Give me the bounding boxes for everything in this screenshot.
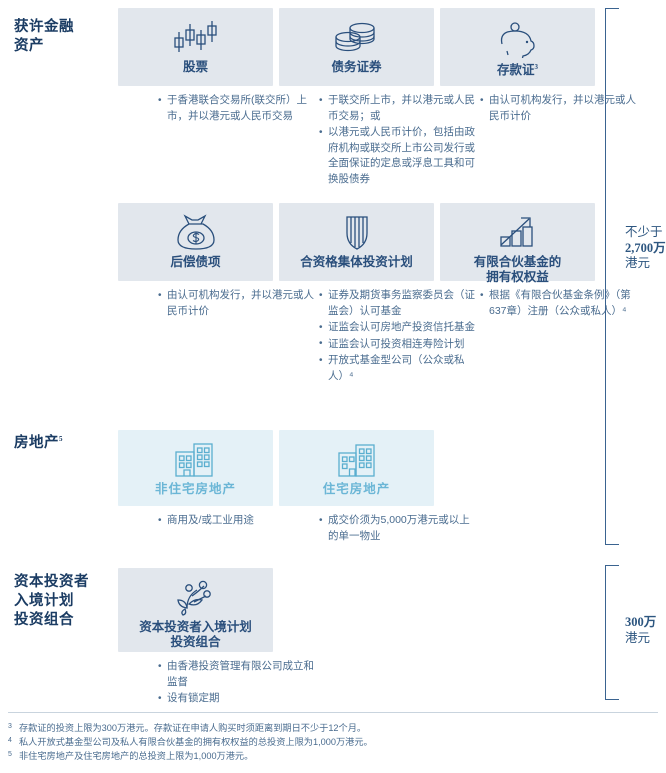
list-item: 由香港投资管理有限公司成立和监督: [158, 659, 316, 690]
bracket-label-permissible-financial-assets: 不少于 2,700万 港元: [625, 225, 666, 272]
list-item: 开放式基金型公司（公众或私人）⁴: [319, 353, 477, 384]
footnote-3-marker: 3: [8, 723, 12, 730]
card-eligible-collective-investment-schemes-header: 合资格集体投资计划: [279, 203, 434, 281]
card-residential-real-estate-header: 住宅房地产: [279, 430, 434, 506]
piggy-bank-icon: [490, 18, 546, 58]
card-subordinated-debt-bullets: 由认可机构发行，并以港元或人民币计价: [118, 288, 316, 319]
bracket-label-line1: 不少于: [625, 225, 663, 239]
bracket-permissible-financial-assets: [605, 8, 619, 545]
bracket-label-cies-investment-portfolio: 300万 港元: [625, 615, 656, 646]
list-item: 根据《有限合伙基金条例》（第637章）注册（公众或私人）⁴: [480, 288, 638, 319]
footnote-ref: 5: [59, 435, 63, 443]
card-debt-securities-bullets: 于联交所上市，并以港元或人民币交易；或 以港元或人民币计价，包括由政府机构或联交…: [279, 93, 477, 187]
footnote-4-text: 私人开放式基金型公司及私人有限合伙基金的拥有权权益的总投资上限为1,000万港元…: [19, 736, 373, 747]
money-bag-icon: [170, 213, 222, 253]
card-limited-partnership-fund-interests-bullets: 根据《有限合伙基金条例》（第637章）注册（公众或私人）⁴: [440, 288, 638, 319]
footnote-5: 5 非住宅房地产及住宅房地产的总投资上限为1,000万港元。: [8, 750, 658, 764]
list-item: 以港元或人民币计价，包括由政府机构或联交所上市公司发行或全面保证的定息或浮息工具…: [319, 125, 477, 187]
card-debt-securities[interactable]: 债务证券 于联交所上市，并以港元或人民币交易；或 以港元或人民币计价，包括由政府…: [279, 8, 477, 198]
footnote-5-marker: 5: [8, 750, 12, 758]
card-non-residential-real-estate-header: 非住宅房地产: [118, 430, 273, 506]
card-stocks-header: 股票: [118, 8, 273, 86]
card-non-residential-real-estate-bullets: 商用及/或工业用途: [118, 513, 316, 529]
bracket-label-amount: 2,700万: [625, 240, 666, 255]
card-non-residential-real-estate[interactable]: 非住宅房地产 商用及/或工业用途: [118, 430, 316, 539]
section-label-real-estate: 房地产5: [14, 434, 63, 451]
card-subordinated-debt-header: 后偿债项: [118, 203, 273, 281]
card-cies-investment-portfolio-header: 资本投资者入境计划 投资组合: [118, 568, 273, 652]
card-limited-partnership-fund-interests-header: 有限合伙基金的 拥有权权益: [440, 203, 595, 284]
growth-bar-chart-icon: [491, 213, 545, 253]
list-item: 设有锁定期: [158, 691, 316, 707]
card-limited-partnership-fund-interests[interactable]: 有限合伙基金的 拥有权权益 根据《有限合伙基金条例》（第637章）注册（公众或私…: [440, 203, 638, 330]
card-eligible-collective-investment-schemes[interactable]: 合资格集体投资计划 证券及期货事务监察委员会（证监会）认可基金 证监会认可房地产…: [279, 203, 477, 395]
list-item: 商用及/或工业用途: [158, 513, 316, 529]
candlestick-chart-icon: [168, 18, 224, 58]
card-debt-securities-header: 债务证券: [279, 8, 434, 86]
list-item: 证监会认可房地产投资信托基金: [319, 320, 477, 336]
bracket-label-currency: 港元: [625, 630, 651, 645]
card-subordinated-debt-title: 后偿债项: [170, 255, 221, 269]
card-eligible-collective-investment-schemes-title: 合资格集体投资计划: [300, 255, 413, 269]
list-item: 证监会认可投资相连寿险计划: [319, 336, 477, 353]
bracket-cies-investment-portfolio: [605, 565, 619, 700]
footnotes: 3 存款证的投资上限为300万港元。存款证在申请人购买时须距离到期日不少于12个…: [8, 722, 658, 763]
card-cies-investment-portfolio[interactable]: 资本投资者入境计划 投资组合 由香港投资管理有限公司成立和监督 设有锁定期: [118, 568, 316, 717]
sprout-plant-icon: [170, 578, 222, 618]
footnote-3: 3 存款证的投资上限为300万港元。存款证在申请人购买时须距离到期日不少于12个…: [8, 722, 658, 736]
footnote-4-marker: 4: [8, 736, 12, 744]
footnote-4: 4 私人开放式基金型公司及私人有限合伙基金的拥有权权益的总投资上限为1,000万…: [8, 736, 658, 750]
residential-buildings-icon: [329, 440, 385, 480]
card-cies-investment-portfolio-bullets: 由香港投资管理有限公司成立和监督 设有锁定期: [118, 659, 316, 707]
footnote-ref: 3: [534, 63, 539, 71]
card-certificates-of-deposit-bullets: 由认可机构发行，并以港元或人民币计价: [440, 93, 638, 124]
footnote-5-text: 非住宅房地产及住宅房地产的总投资上限为1,000万港元。: [19, 750, 254, 761]
card-subordinated-debt[interactable]: 后偿债项 由认可机构发行，并以港元或人民币计价: [118, 203, 316, 330]
card-debt-securities-title: 债务证券: [331, 60, 382, 74]
card-limited-partnership-fund-interests-title: 有限合伙基金的 拥有权权益: [473, 255, 562, 284]
card-residential-real-estate-title: 住宅房地产: [322, 482, 391, 496]
card-non-residential-real-estate-title: 非住宅房地产: [154, 482, 236, 496]
coin-stack-icon: [330, 18, 384, 58]
card-stocks-title: 股票: [182, 60, 208, 74]
section-label-permissible-financial-assets: 获许金融 资产: [14, 19, 74, 54]
bracket-label-amount: 300万: [625, 615, 657, 629]
card-residential-real-estate[interactable]: 住宅房地产 成交价须为5,000万港元或以上的单一物业: [279, 430, 477, 555]
list-item: 由认可机构发行，并以港元或人民币计价: [480, 93, 638, 124]
list-item: 证券及期货事务监察委员会（证监会）认可基金: [319, 288, 477, 319]
card-eligible-collective-investment-schemes-bullets: 证券及期货事务监察委员会（证监会）认可基金 证监会认可房地产投资信托基金 证监会…: [279, 288, 477, 384]
shield-icon: [335, 213, 379, 253]
card-cies-investment-portfolio-title: 资本投资者入境计划 投资组合: [139, 620, 252, 649]
office-buildings-icon: [168, 440, 224, 480]
list-item: 于香港联合交易所(联交所）上市，并以港元或人民币交易: [158, 93, 316, 124]
list-item: 成交价须为5,000万港元或以上的单一物业: [319, 513, 477, 544]
card-certificates-of-deposit-header: 存款证3: [440, 8, 595, 86]
card-certificates-of-deposit[interactable]: 存款证3 由认可机构发行，并以港元或人民币计价: [440, 8, 638, 135]
footnote-3-text: 存款证的投资上限为300万港元。存款证在申请人购买时须距离到期日不少于12个月。: [19, 723, 367, 733]
footnotes-divider: [8, 712, 658, 713]
card-residential-real-estate-bullets: 成交价须为5,000万港元或以上的单一物业: [279, 513, 477, 544]
bracket-label-currency: 港元: [625, 256, 651, 270]
list-item: 于联交所上市，并以港元或人民币交易；或: [319, 93, 477, 124]
list-item: 由认可机构发行，并以港元或人民币计价: [158, 288, 316, 319]
card-certificates-of-deposit-title: 存款证3: [496, 63, 539, 78]
section-label-cies-investment-portfolio: 资本投资者 入境计划 投资组合: [14, 574, 89, 628]
card-stocks-bullets: 于香港联合交易所(联交所）上市，并以港元或人民币交易: [118, 93, 316, 124]
card-stocks[interactable]: 股票 于香港联合交易所(联交所）上市，并以港元或人民币交易: [118, 8, 316, 135]
